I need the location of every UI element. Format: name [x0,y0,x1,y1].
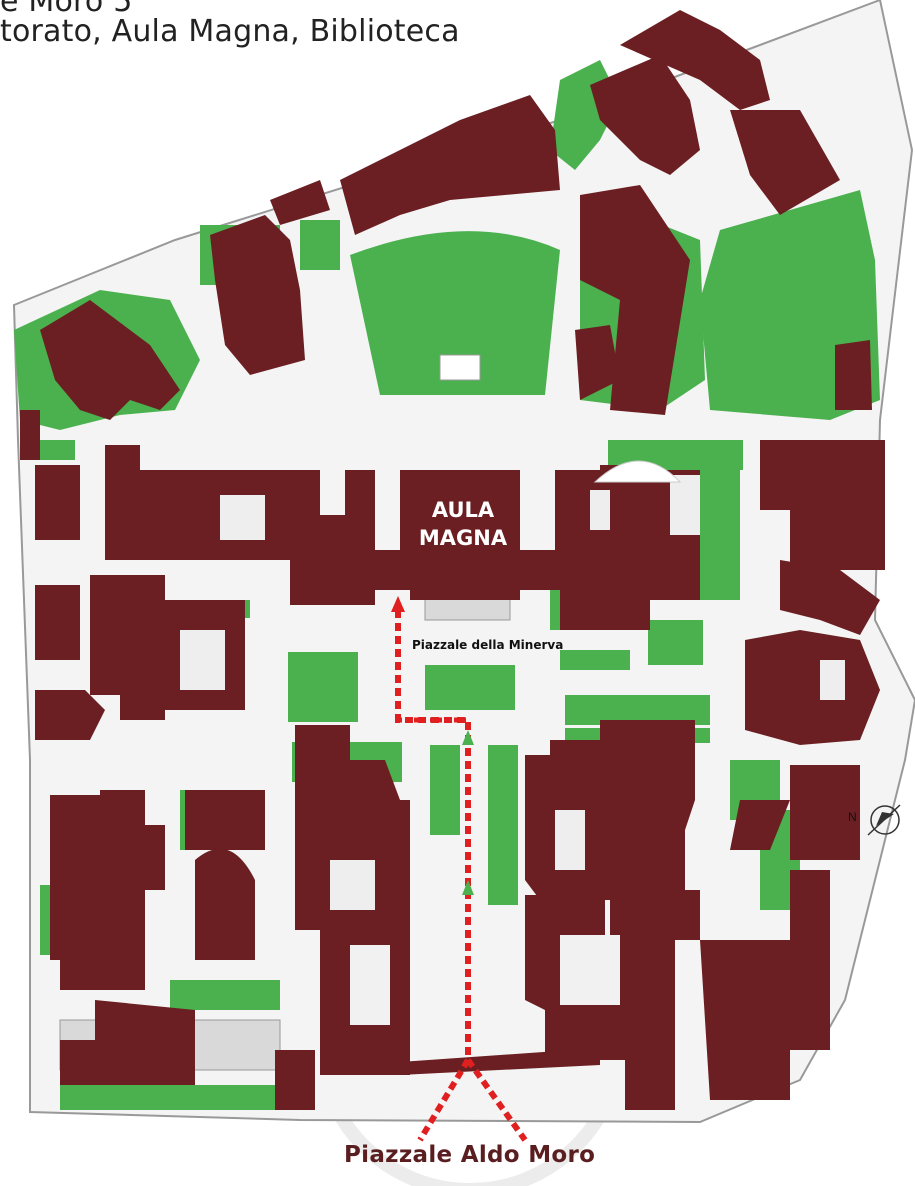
north-label: N [848,810,857,824]
header-line-1: e Moro 5 [0,0,133,19]
courtyards [180,460,845,1025]
compass-north-icon [867,804,901,836]
green-triangle-marker [462,880,474,895]
aula-magna-label-line-1: AULA [431,498,495,522]
piazzale-aldo-moro-label: Piazzale Aldo Moro [344,1142,596,1168]
route-path [395,610,528,1142]
piazzale-minerva-label: Piazzale della Minerva [412,638,564,652]
green-triangle-marker [462,730,474,745]
buildings [20,10,885,1110]
header-line-2: torato, Aula Magna, Biblioteca [0,14,460,49]
rettorato-building [105,445,700,630]
aula-magna-label-line-2: MAGNA [418,526,508,550]
route-arrow-head [391,596,405,612]
